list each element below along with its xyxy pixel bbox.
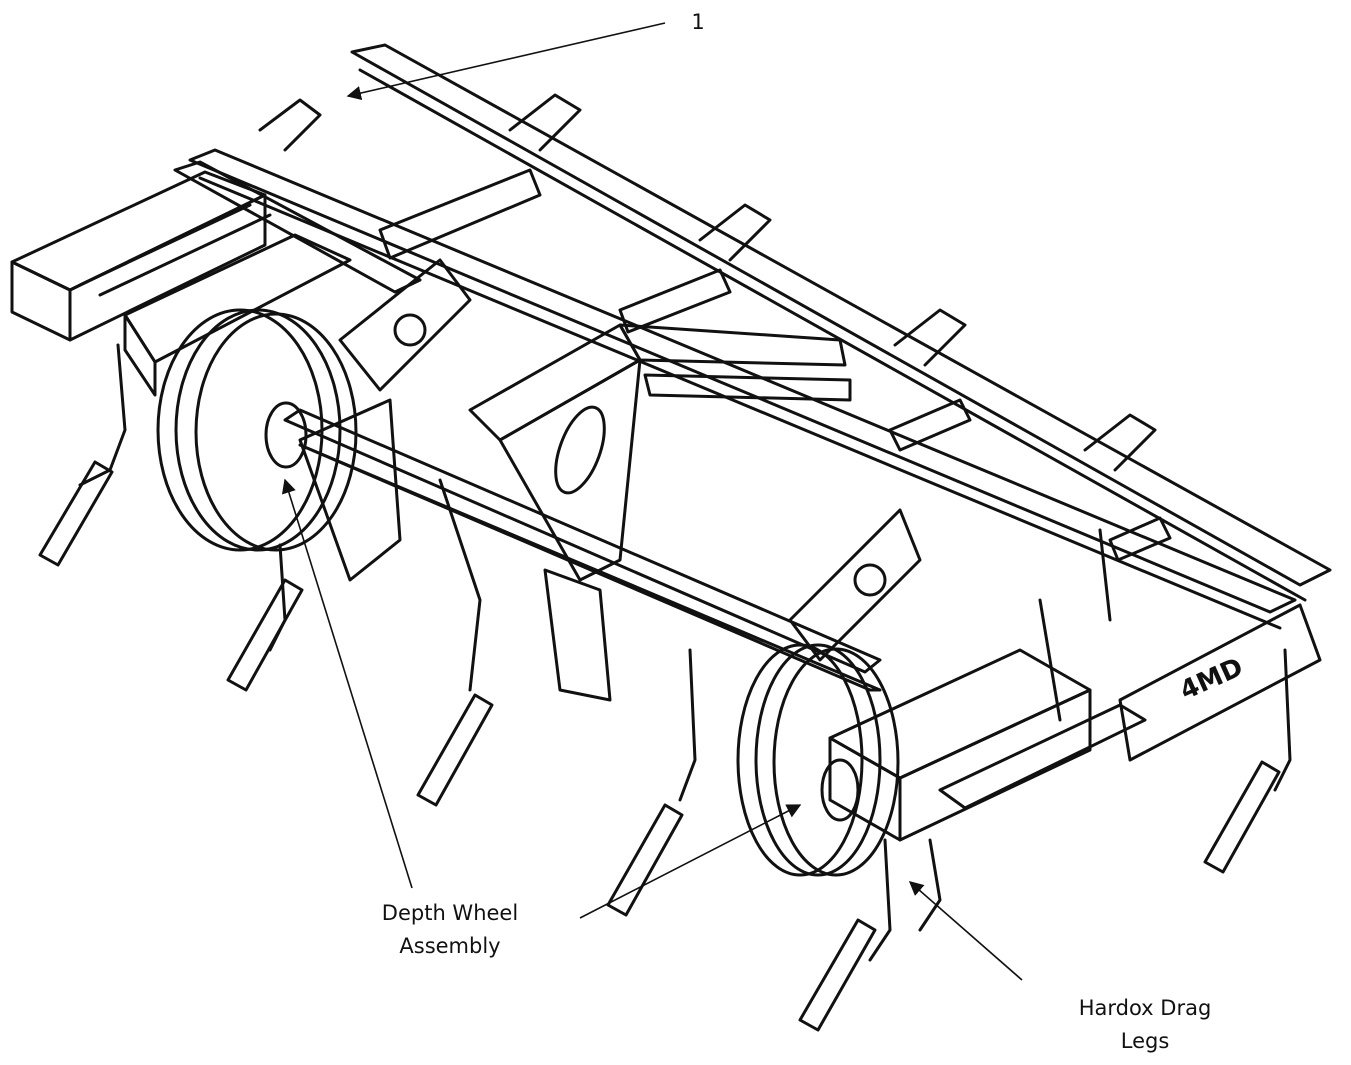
headstock-a-frame <box>468 323 852 702</box>
depth-wheel-label-line1: Depth Wheel <box>381 901 519 925</box>
tines <box>38 343 1292 1032</box>
right-frame-box: 4MD <box>828 603 1322 842</box>
right-depth-wheel <box>736 643 900 877</box>
tine-mount-brackets <box>258 93 1157 472</box>
callout-lines <box>281 22 1023 981</box>
machine-illustration: 4MD <box>10 43 1332 1032</box>
depth-wheel-label-line2: Assembly <box>399 934 501 958</box>
hardox-drag-legs-label: Hardox Drag Legs <box>1045 992 1245 1058</box>
hardox-leader <box>908 881 1023 981</box>
front-beam <box>188 148 1297 614</box>
depth-wheel-assembly-label: Depth Wheel Assembly <box>360 897 540 963</box>
depth-wheel-leader-right <box>579 804 802 919</box>
depth-wheel-leader-left <box>281 478 413 889</box>
hardox-label-line1: Hardox Drag <box>1078 996 1212 1020</box>
callout-number-text: 1 <box>691 10 705 34</box>
callout-number-1: 1 <box>688 6 708 39</box>
hardox-label-line2: Legs <box>1120 1029 1170 1053</box>
left-frame-box <box>10 170 352 397</box>
rear-beam <box>350 43 1332 587</box>
callout-1-leader <box>346 22 666 101</box>
left-depth-wheel <box>156 308 358 552</box>
cross-members <box>173 160 1172 692</box>
4md-logo-icon: 4MD <box>1176 652 1248 706</box>
